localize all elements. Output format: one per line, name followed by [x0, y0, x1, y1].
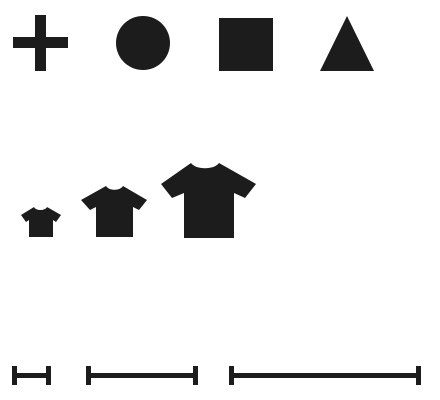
t-shirt-icon-large[interactable] [161, 163, 256, 238]
square-icon [219, 18, 273, 71]
t-shirt-icon-small[interactable] [21, 207, 61, 237]
measure-bar-icon-short[interactable] [12, 366, 51, 385]
plus-icon [13, 15, 68, 71]
t-shirt-icon-medium[interactable] [81, 186, 147, 237]
shape-row [13, 15, 374, 71]
circle-icon [116, 16, 170, 70]
triangle-icon [320, 16, 374, 71]
measure-row [12, 366, 421, 385]
measure-bar-icon-medium[interactable] [86, 366, 198, 385]
tshirt-size-row [21, 163, 256, 238]
measure-bar-icon-long[interactable] [229, 366, 421, 385]
